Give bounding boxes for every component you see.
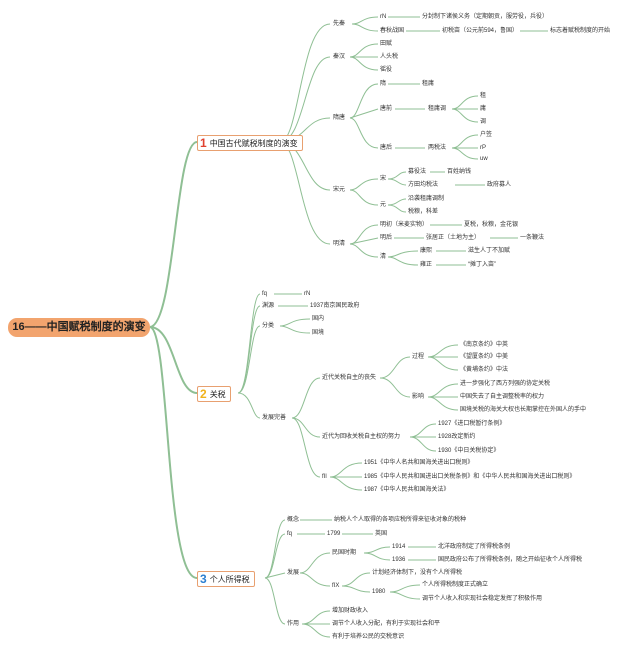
branch-number: 2 bbox=[200, 387, 207, 401]
node[interactable]: uw bbox=[480, 156, 488, 162]
node[interactable]: 影响 bbox=[412, 394, 425, 400]
node[interactable]: 1985《中华人民共和国进出口关税条例》和《中华人民共和国海关进出口税则》 bbox=[364, 474, 576, 480]
node[interactable]: 标志着赋税制度的开始 bbox=[550, 28, 611, 34]
branch-label: 关税 bbox=[209, 390, 226, 399]
node[interactable]: 《黄埔条约》中法 bbox=[460, 367, 509, 373]
node[interactable]: 国境 bbox=[312, 330, 325, 336]
node[interactable]: 增加财政收入 bbox=[332, 608, 369, 614]
node[interactable]: 春秋战国 bbox=[380, 28, 405, 34]
node[interactable]: 英国 bbox=[375, 531, 388, 537]
node[interactable]: 康熙 bbox=[420, 248, 433, 254]
node[interactable]: 北洋政府制定了所得税条例 bbox=[438, 544, 511, 550]
node[interactable]: rN bbox=[380, 14, 387, 20]
node[interactable]: 租庸 bbox=[422, 81, 435, 87]
node[interactable]: fq bbox=[287, 531, 293, 537]
node[interactable]: 发展 bbox=[287, 570, 300, 576]
node[interactable]: 夏税，秋粮，金花银 bbox=[464, 222, 519, 228]
node[interactable]: 唐后 bbox=[380, 145, 393, 151]
node[interactable]: 调 bbox=[480, 119, 487, 125]
node[interactable]: rN bbox=[304, 291, 311, 297]
node[interactable]: 近代关税自主的丧失 bbox=[322, 375, 377, 381]
node[interactable]: 初税亩（公元前594，鲁国） bbox=[442, 28, 519, 34]
branch-label: 中国古代赋税制度的演变 bbox=[209, 139, 298, 148]
node[interactable]: 方田均税法 bbox=[408, 182, 439, 188]
node[interactable]: 人头税 bbox=[380, 54, 399, 60]
root-node[interactable]: 16——中国赋税制度的演变 bbox=[8, 318, 150, 337]
branch-number: 3 bbox=[200, 572, 207, 586]
node[interactable]: 国民政府公布了所得税条例，随之开始征收个人所得税 bbox=[438, 557, 583, 563]
node[interactable]: 宋 bbox=[380, 176, 387, 182]
node[interactable]: rP bbox=[480, 145, 486, 151]
branch-number: 1 bbox=[200, 136, 207, 150]
node[interactable]: 1930《中日关税协定》 bbox=[438, 448, 500, 454]
node[interactable]: 募役法 bbox=[408, 169, 427, 175]
node[interactable]: 先秦 bbox=[333, 21, 346, 27]
node[interactable]: fIX bbox=[332, 583, 340, 589]
node[interactable]: 分封制下诸侯义务（定期朝贡，服劳役，兵役） bbox=[422, 14, 549, 20]
node[interactable]: 进一步强化了西方列强的协定关税 bbox=[460, 381, 551, 387]
node[interactable]: 1980 bbox=[372, 589, 386, 595]
node[interactable]: 清 bbox=[380, 254, 387, 260]
node[interactable]: fIl bbox=[322, 474, 327, 480]
node[interactable]: 隋唐 bbox=[333, 115, 346, 121]
node[interactable]: 调节个人收入分配，有利于实现社会和平 bbox=[332, 621, 441, 627]
node[interactable]: 国境关税的海关大权也长期掌控在外国人的手中 bbox=[460, 407, 587, 413]
node[interactable]: 元 bbox=[380, 202, 387, 208]
node[interactable]: 计划经济体制下，没有个人所得税 bbox=[372, 570, 463, 576]
node[interactable]: 纳税人个人取得的各项应税所得来征收对象的税种 bbox=[334, 517, 467, 523]
node[interactable]: 户签 bbox=[480, 132, 493, 138]
node[interactable]: 概念 bbox=[287, 517, 300, 523]
node[interactable]: 滋生人丁不加赋 bbox=[468, 248, 511, 254]
node[interactable]: 《南京条约》中英 bbox=[460, 342, 509, 348]
node[interactable]: 两税法 bbox=[428, 145, 447, 151]
node[interactable]: 发展完善 bbox=[262, 415, 287, 421]
node[interactable]: 有利于培养公民的交税意识 bbox=[332, 634, 405, 640]
node[interactable]: 张居正（土地为主） bbox=[426, 235, 481, 241]
node[interactable]: 雍正 bbox=[420, 262, 433, 268]
node[interactable]: 过程 bbox=[412, 354, 425, 360]
node[interactable]: 一条鞭法 bbox=[520, 235, 545, 241]
node[interactable]: 租 bbox=[480, 93, 487, 99]
node[interactable]: 国内 bbox=[312, 316, 325, 322]
node[interactable]: 徭役 bbox=[380, 67, 393, 73]
node[interactable]: 1799 bbox=[327, 531, 341, 537]
node[interactable]: 调节个人收入和实现社会稳定发挥了积极作用 bbox=[422, 596, 543, 602]
node[interactable]: 租庸调 bbox=[428, 106, 447, 112]
node[interactable]: 1927《进口税暂行条例》 bbox=[438, 421, 506, 427]
node[interactable]: 中国失去了自主调整税率的权力 bbox=[460, 394, 545, 400]
node[interactable]: 明清 bbox=[333, 241, 346, 247]
node[interactable]: 渊源 bbox=[262, 303, 275, 309]
node[interactable]: 1936 bbox=[392, 557, 406, 563]
node[interactable]: 1987《中华人民共和国海关法》 bbox=[364, 487, 450, 493]
node[interactable]: 庸 bbox=[480, 106, 487, 112]
node[interactable]: 1951《中华人名共和国海关进出口税则》 bbox=[364, 460, 474, 466]
node[interactable]: 个人所得税制度正式确立 bbox=[422, 582, 489, 588]
node[interactable]: “摊丁入亩” bbox=[468, 262, 496, 268]
node[interactable]: 1937南京国民政府 bbox=[310, 303, 360, 309]
node[interactable]: 秦汉 bbox=[333, 54, 346, 60]
node[interactable]: 沿袭租庸调制 bbox=[408, 196, 445, 202]
node[interactable]: 作用 bbox=[287, 621, 300, 627]
node[interactable]: 百姓纳钱 bbox=[447, 169, 472, 175]
node[interactable]: 税粮，科差 bbox=[408, 209, 439, 215]
node[interactable]: 明后 bbox=[380, 235, 393, 241]
node[interactable]: 隋 bbox=[380, 81, 387, 87]
node[interactable]: 明初（米麦实物） bbox=[380, 222, 429, 228]
branch-label: 个人所得税 bbox=[209, 575, 250, 584]
node[interactable]: 唐前 bbox=[380, 106, 393, 112]
node[interactable]: 分类 bbox=[262, 323, 275, 329]
node[interactable]: 政府募人 bbox=[487, 182, 512, 188]
node[interactable]: 民国时期 bbox=[332, 550, 357, 556]
node[interactable]: fq bbox=[262, 291, 268, 297]
node[interactable]: 《望厦条约》中美 bbox=[460, 354, 509, 360]
node[interactable]: 近代为回收关税自主权的努力 bbox=[322, 434, 401, 440]
node[interactable]: 田赋 bbox=[380, 41, 393, 47]
node[interactable]: 1914 bbox=[392, 544, 406, 550]
node[interactable]: 宋元 bbox=[333, 187, 346, 193]
node[interactable]: 1928改定新约 bbox=[438, 434, 476, 440]
